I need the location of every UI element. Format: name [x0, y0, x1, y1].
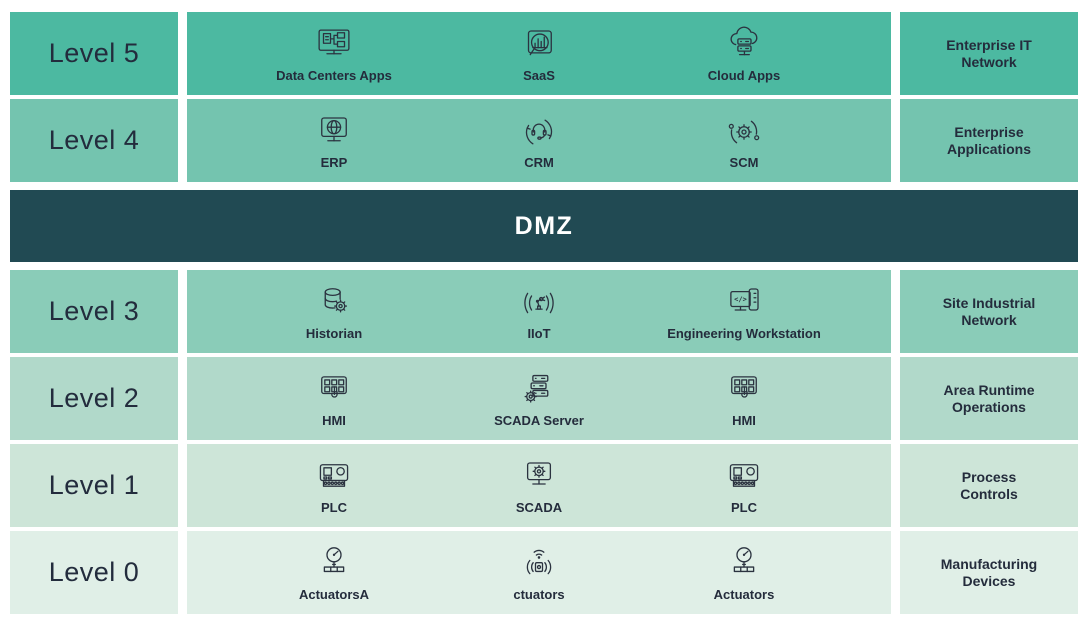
item-label-historian: Historian	[305, 326, 363, 341]
item-historian: Historian	[232, 282, 437, 341]
item-label-saas: SaaS	[523, 68, 555, 83]
item-iiot: IIoT	[437, 282, 642, 341]
item-label-hmi-left: HMI	[322, 413, 346, 428]
gauge-icon	[723, 543, 765, 585]
item-label-hmi-right: HMI	[732, 413, 756, 428]
item-label-data-centers-apps: Data Centers Apps	[276, 68, 392, 83]
level-2-items-cell: HMI SCADA Server HMI	[187, 357, 891, 440]
dmz-label: DMZ	[514, 211, 574, 240]
level-2-label: Level 2	[48, 383, 140, 413]
plc-device-icon	[313, 456, 355, 498]
level-3-side-cell: Site Industrial Network	[900, 270, 1078, 353]
item-label-actuators-left: ActuatorsA	[298, 587, 370, 602]
cloud-server-icon	[723, 24, 765, 66]
level-0-side-label: Manufacturing Devices	[940, 555, 1038, 589]
plc-device-icon	[723, 456, 765, 498]
level-3-label: Level 3	[48, 296, 140, 326]
monitor-gear-icon	[518, 456, 560, 498]
item-label-crm: CRM	[524, 155, 554, 170]
gauge-icon	[313, 543, 355, 585]
item-label-sensors: ctuators	[513, 587, 565, 602]
level-4-items-cell: ERP CRM SCM	[187, 99, 891, 182]
item-sensors: ctuators	[437, 543, 642, 602]
item-label-scm: SCM	[729, 155, 759, 170]
row-level-1: Level 1 PLC SCADA PLC Process Controls	[10, 444, 1078, 527]
level-4-side-cell: Enterprise Applications	[900, 99, 1078, 182]
row-level-4: Level 4 ERP CRM SCM Enterprise Applicati…	[10, 99, 1078, 182]
level-3-side-label: Site Industrial Network	[942, 294, 1036, 328]
gear-cycle-icon	[723, 111, 765, 153]
level-1-label: Level 1	[48, 470, 140, 500]
item-label-actuators-right: Actuators	[713, 587, 775, 602]
level-0-label-cell: Level 0	[10, 531, 178, 614]
item-actuators-left: ActuatorsA	[232, 543, 437, 602]
level-3-label-cell: Level 3	[10, 270, 178, 353]
item-plc-left: PLC	[232, 456, 437, 515]
item-label-plc-left: PLC	[321, 500, 347, 515]
keypad-touch-icon	[313, 369, 355, 411]
workstation-code-icon: </>	[723, 282, 765, 324]
level-0-side-cell: Manufacturing Devices	[900, 531, 1078, 614]
row-level-5: Level 5 Data Centers Apps SaaS Cloud App…	[10, 12, 1078, 95]
browser-chart-icon	[518, 24, 560, 66]
headset-cycle-icon	[518, 111, 560, 153]
level-1-side-label: Process Controls	[960, 468, 1018, 502]
item-erp: ERP	[232, 111, 437, 170]
monitor-flowchart-icon	[313, 24, 355, 66]
row-level-3: Level 3 Historian IIoT </> Engineering W…	[10, 270, 1078, 353]
level-0-items-cell: ActuatorsA ctuators Actuators	[187, 531, 891, 614]
item-label-engineering-workstation: Engineering Workstation	[667, 326, 821, 341]
level-1-items-cell: PLC SCADA PLC	[187, 444, 891, 527]
level-5-side-label: Enterprise IT Network	[946, 36, 1032, 70]
level-2-label-cell: Level 2	[10, 357, 178, 440]
robot-arm-signal-icon	[518, 282, 560, 324]
item-plc-right: PLC	[642, 456, 847, 515]
level-5-label: Level 5	[48, 38, 140, 68]
level-0-label: Level 0	[48, 557, 140, 587]
row-level-2: Level 2 HMI SCADA Server HMI Area Runtim…	[10, 357, 1078, 440]
dmz-bar: DMZ	[10, 190, 1078, 262]
server-gear-icon	[518, 369, 560, 411]
svg-text:</>: </>	[734, 296, 747, 304]
item-crm: CRM	[437, 111, 642, 170]
database-gear-icon	[313, 282, 355, 324]
item-label-plc-right: PLC	[731, 500, 757, 515]
item-data-centers-apps: Data Centers Apps	[232, 24, 437, 83]
item-scm: SCM	[642, 111, 847, 170]
level-5-items-cell: Data Centers Apps SaaS Cloud Apps	[187, 12, 891, 95]
level-1-label-cell: Level 1	[10, 444, 178, 527]
item-scada: SCADA	[437, 456, 642, 515]
item-engineering-workstation: </> Engineering Workstation	[642, 282, 847, 341]
item-label-erp: ERP	[320, 155, 348, 170]
level-4-side-label: Enterprise Applications	[946, 123, 1031, 157]
level-3-items-cell: Historian IIoT </> Engineering Workstati…	[187, 270, 891, 353]
item-scada-server: SCADA Server	[437, 369, 642, 428]
monitor-globe-icon	[313, 111, 355, 153]
level-4-label: Level 4	[48, 125, 140, 155]
level-5-label-cell: Level 5	[10, 12, 178, 95]
item-saas: SaaS	[437, 24, 642, 83]
level-1-side-cell: Process Controls	[900, 444, 1078, 527]
item-label-scada-server: SCADA Server	[494, 413, 584, 428]
item-hmi-right: HMI	[642, 369, 847, 428]
item-cloud-apps: Cloud Apps	[642, 24, 847, 83]
row-level-0: Level 0 ActuatorsA ctuators Actuators Ma…	[10, 531, 1078, 614]
item-label-scada: SCADA	[515, 500, 563, 515]
item-label-cloud-apps: Cloud Apps	[707, 68, 781, 83]
item-hmi-left: HMI	[232, 369, 437, 428]
keypad-touch-icon	[723, 369, 765, 411]
level-4-label-cell: Level 4	[10, 99, 178, 182]
level-2-side-label: Area Runtime Operations	[943, 381, 1035, 415]
item-label-iiot: IIoT	[527, 326, 551, 341]
item-actuators-right: Actuators	[642, 543, 847, 602]
level-2-side-cell: Area Runtime Operations	[900, 357, 1078, 440]
sensor-signal-icon	[518, 543, 560, 585]
level-5-side-cell: Enterprise IT Network	[900, 12, 1078, 95]
